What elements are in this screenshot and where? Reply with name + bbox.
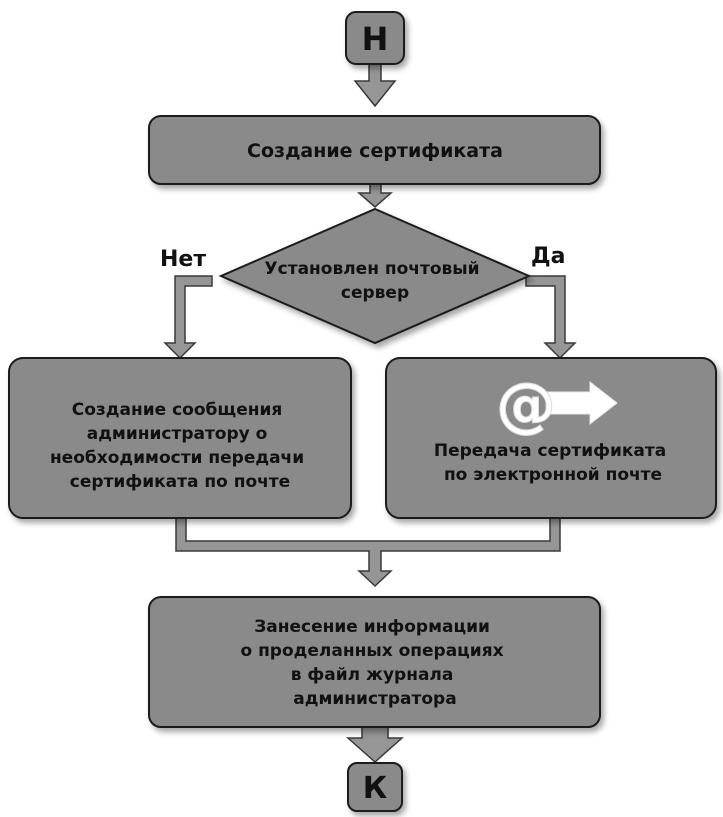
arrow-decision-to-send (525, 275, 577, 360)
notify-admin-text: Создание сообщения администратору о необ… (50, 400, 310, 492)
send-email-text: Передача сертификата по электронной почт… (434, 441, 672, 485)
arrow-log-to-end (346, 725, 404, 764)
notify-admin-box: Создание сообщения администратору о необ… (8, 357, 352, 519)
create-certificate-box: Создание сертификата (148, 115, 601, 185)
end-terminal: К (347, 762, 403, 812)
send-email-box: @ Передача сертификата по электронной по… (385, 357, 717, 519)
branch-no-label: Нет (160, 247, 206, 272)
email-at-arrow-icon: @ (496, 370, 618, 441)
end-label: К (363, 771, 388, 806)
at-sign-icon: @ (496, 370, 556, 440)
arrow-decision-to-notify (163, 275, 213, 360)
start-label: Н (362, 20, 389, 58)
connectors (163, 62, 577, 764)
merge-connector (175, 516, 561, 588)
start-terminal: Н (345, 11, 405, 65)
log-entry-text: Занесение информации о проделанных опера… (240, 617, 509, 709)
email-arrow-icon (545, 380, 618, 426)
arrow-start-to-create (353, 62, 397, 108)
arrow-create-to-decision (357, 182, 393, 208)
decision-text: Установлен почтовый сервер (265, 259, 486, 303)
log-entry-box: Занесение информации о проделанных опера… (148, 596, 601, 728)
decision-mail-server: Установлен почтовый сервер (218, 207, 532, 345)
branch-yes-label: Да (531, 244, 565, 269)
create-certificate-text: Создание сертификата (247, 140, 503, 162)
